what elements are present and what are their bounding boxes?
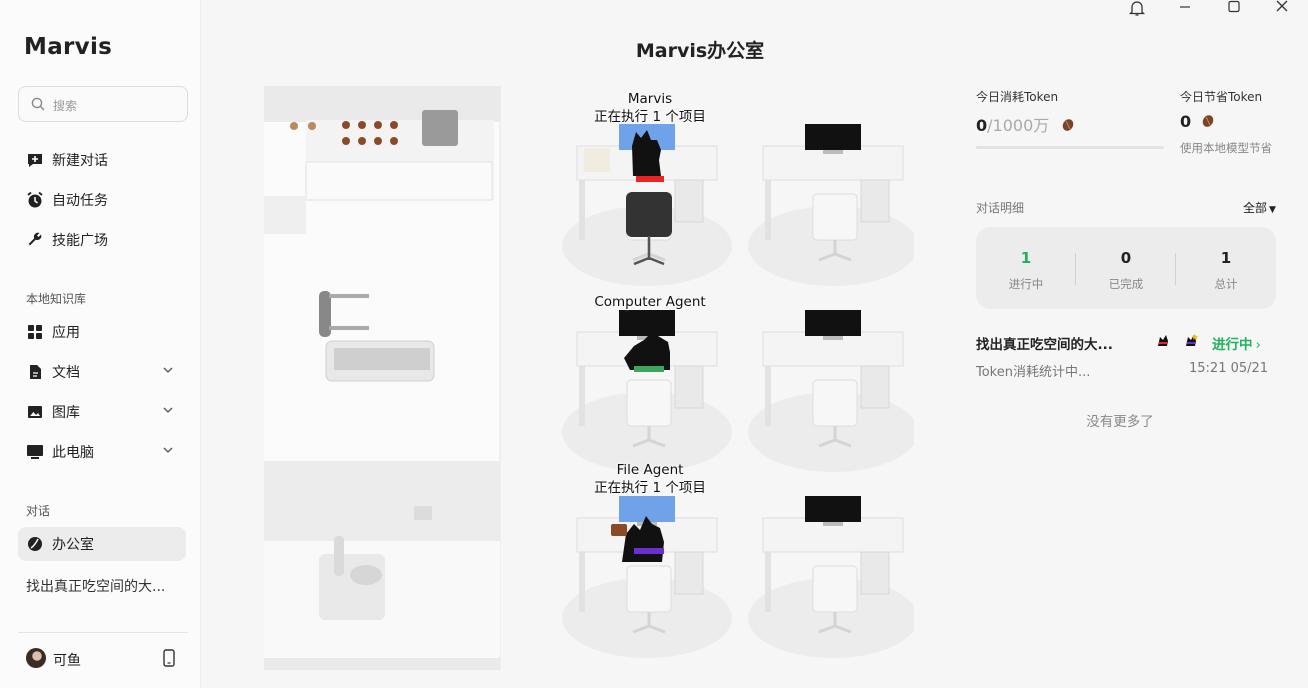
today-used-number: 0: [976, 116, 988, 135]
sidebar-item-office[interactable]: 办公室: [18, 527, 186, 561]
filter-label: 全部: [1243, 201, 1268, 215]
phone-icon[interactable]: [163, 649, 175, 667]
stat-value: 1: [1020, 249, 1032, 267]
file-agent-icon: [1186, 334, 1198, 346]
user-name: 可鱼: [53, 653, 81, 669]
app-brand: Marvis: [24, 34, 113, 60]
task-status-label: 进行中: [1212, 337, 1253, 353]
conversation-item[interactable]: 找出真正吃空间的大...: [26, 579, 166, 595]
kb-item-gallery[interactable]: 图库: [18, 395, 186, 429]
filter-dropdown[interactable]: 全部▼: [1243, 199, 1276, 216]
desk-workstation: [562, 496, 732, 658]
conv-heading: 对话: [26, 504, 51, 518]
agent-name: File Agent: [616, 462, 684, 478]
caret-down-icon: ▼: [1269, 205, 1276, 215]
saved-note: 使用本地模型节省: [1180, 141, 1272, 155]
kb-label: 此电脑: [52, 445, 94, 461]
new-chat-button[interactable]: 新建对话: [18, 143, 186, 177]
chevron-down-icon[interactable]: [162, 444, 174, 456]
auto-task-button[interactable]: 自动任务: [18, 183, 186, 217]
alarm-clock-icon: [18, 191, 52, 209]
stat-value: 0: [1120, 249, 1132, 267]
stat-value: 1: [1220, 249, 1232, 267]
office-label: 办公室: [52, 537, 94, 553]
monitor-icon: [18, 444, 52, 460]
divider: [18, 632, 188, 633]
page-title: Marvis办公室: [635, 40, 765, 62]
detail-heading: 对话明细: [976, 201, 1025, 215]
stat-in-progress: 1 进行中: [976, 249, 1076, 292]
task-subtitle: Token消耗统计中...: [976, 365, 1091, 380]
today-saved-number: 0: [1180, 112, 1192, 131]
task-title: 找出真正吃空间的大...: [976, 337, 1113, 353]
marvis-agent-icon: [1158, 335, 1168, 346]
today-saved-label: 今日节省Token: [1180, 90, 1263, 104]
office-scene: [264, 86, 914, 670]
toilet-paper: [414, 506, 432, 520]
treadmill: [319, 291, 435, 382]
office-icon: [18, 536, 52, 552]
coffee-machine: [422, 110, 458, 146]
kb-item-this-pc[interactable]: 此电脑: [18, 435, 186, 469]
chevron-down-icon[interactable]: [162, 364, 174, 376]
chevron-down-icon[interactable]: [162, 404, 174, 416]
agent-status: 正在执行 1 个项目: [594, 480, 706, 496]
bell-icon[interactable]: [1128, 0, 1146, 17]
stat-total: 1 总计: [1176, 249, 1276, 292]
sidebar: Marvis 搜索 新建对话 自动任务 技能广场 本地知识库 应用 文档 图库 …: [0, 0, 201, 688]
stat-label: 进行中: [1008, 277, 1044, 291]
today-used-value: 0/1000万: [976, 112, 1075, 136]
today-used-label: 今日消耗Token: [976, 90, 1059, 104]
coffee-cups: [290, 121, 398, 145]
nav-label: 新建对话: [52, 153, 108, 169]
no-more-text: 没有更多了: [1086, 414, 1154, 430]
task-time: 15:21 05/21: [1189, 361, 1269, 376]
kb-item-docs[interactable]: 文档: [18, 355, 186, 389]
stats-card: 1 进行中 0 已完成 1 总计: [976, 227, 1276, 309]
divider: [1175, 253, 1176, 285]
coffee-bean-icon: [1202, 115, 1213, 127]
file-agent-avatar: [611, 496, 675, 562]
divider: [1075, 253, 1076, 285]
stat-label: 总计: [1214, 277, 1238, 291]
coffee-bean-icon: [1062, 119, 1074, 131]
chevron-right-icon: ›: [1255, 337, 1261, 353]
kb-label: 应用: [52, 325, 80, 341]
marvis-agent-avatar: [584, 124, 675, 266]
kb-item-apps[interactable]: 应用: [18, 315, 186, 349]
search-icon: [31, 97, 45, 111]
desk-workstation: [748, 124, 914, 286]
search-placeholder: 搜索: [53, 99, 78, 113]
agent-name: Marvis: [627, 91, 673, 107]
close-icon[interactable]: [1275, 0, 1289, 14]
search-input[interactable]: 搜索: [18, 86, 188, 122]
kb-label: 图库: [52, 405, 80, 421]
minimize-icon[interactable]: [1178, 0, 1192, 14]
nav-label: 自动任务: [52, 193, 108, 209]
avatar[interactable]: [26, 648, 46, 668]
image-icon: [18, 404, 52, 420]
wrench-icon: [18, 231, 52, 249]
kb-heading: 本地知识库: [26, 292, 87, 306]
token-progress-bar: [976, 146, 1164, 149]
agent-status: 正在执行 1 个项目: [594, 109, 706, 125]
today-used-limit: /1000万: [987, 116, 1050, 135]
desk-workstation: [748, 496, 914, 658]
stat-completed: 0 已完成: [1076, 249, 1176, 292]
new-chat-icon: [18, 151, 52, 169]
computer-agent-avatar: [619, 310, 675, 372]
desk-workstation: [748, 310, 914, 472]
task-status[interactable]: 进行中›: [1212, 333, 1261, 353]
kb-label: 文档: [52, 365, 80, 381]
skill-plaza-button[interactable]: 技能广场: [18, 223, 186, 257]
document-icon: [18, 364, 52, 380]
agent-name: Computer Agent: [594, 294, 706, 310]
nav-label: 技能广场: [52, 233, 108, 249]
maximize-icon[interactable]: [1227, 0, 1241, 14]
today-saved-value: 0: [1180, 112, 1215, 131]
apps-grid-icon: [18, 324, 52, 340]
stat-label: 已完成: [1108, 277, 1144, 291]
toilet: [319, 536, 385, 620]
